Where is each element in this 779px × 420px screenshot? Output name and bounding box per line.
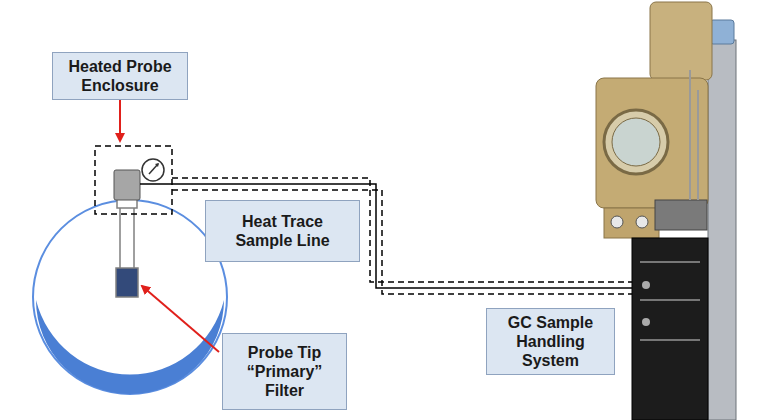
probe-tip — [116, 268, 138, 297]
label-box: Heated Probe Enclosure — [52, 52, 188, 100]
heat-trace-line — [140, 178, 640, 294]
box-label: Heat Trace Sample Line — [216, 212, 349, 250]
label-box: Heat Trace Sample Line — [205, 200, 360, 262]
leader-arrow — [119, 100, 121, 141]
probe-housing — [114, 170, 140, 200]
label-box: Probe Tip “Primary” Filter — [222, 333, 347, 410]
box-label: Probe Tip “Primary” Filter — [233, 343, 336, 400]
gauge — [142, 159, 164, 181]
enclosure-outline — [95, 146, 172, 214]
gc-analyzer — [596, 2, 736, 420]
pipe-section — [33, 200, 227, 394]
box-label: Heated Probe Enclosure — [63, 57, 177, 95]
label-box: GC Sample Handling System — [486, 308, 615, 375]
leader-arrow — [142, 286, 219, 352]
box-label: GC Sample Handling System — [497, 313, 604, 370]
